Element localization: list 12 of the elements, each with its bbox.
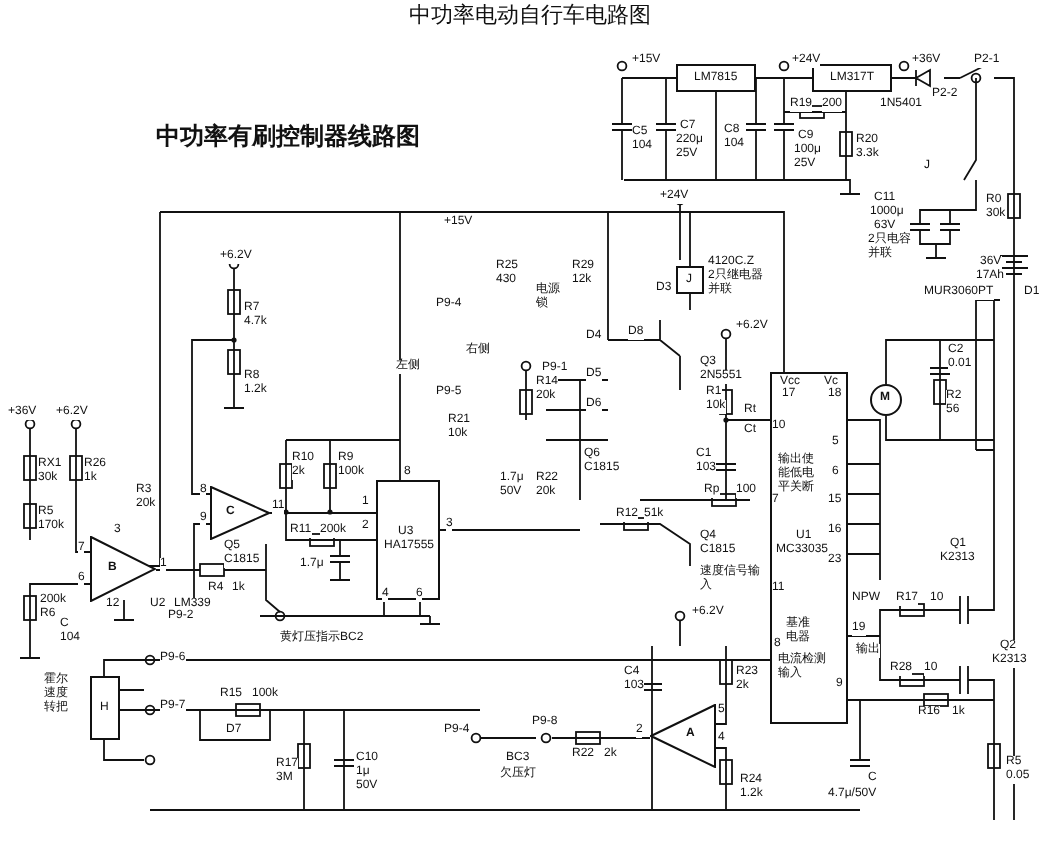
comparator-triangle <box>210 486 270 540</box>
timer-chip <box>376 480 440 600</box>
comparator-triangle <box>650 704 716 768</box>
regulator-box <box>812 64 892 92</box>
handle-box <box>90 676 120 740</box>
relay-box <box>676 266 704 294</box>
motor-circle <box>870 384 902 416</box>
wire <box>269 512 377 514</box>
subtitle-heading: 中功率有刷控制器线路图 <box>156 122 420 150</box>
wire <box>755 77 813 79</box>
regulator-box <box>676 64 756 92</box>
controller-chip <box>770 372 848 724</box>
